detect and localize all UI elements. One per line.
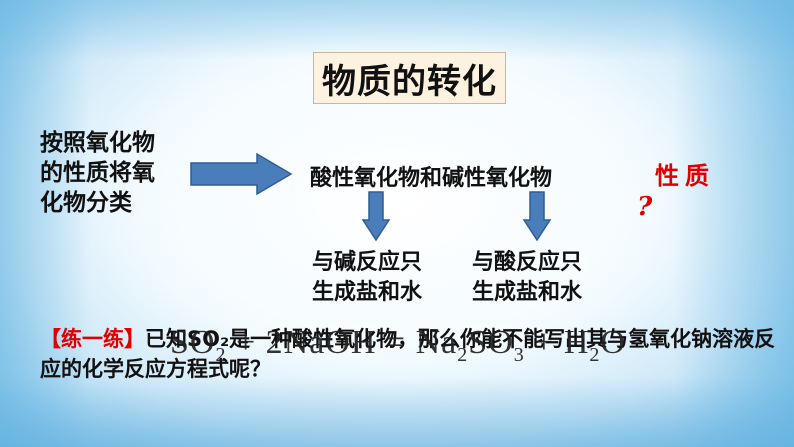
basic-oxide-property: 与酸反应只 生成盐和水 xyxy=(472,248,622,308)
equation-subscript: 2 xyxy=(457,343,469,366)
background-right-glow xyxy=(674,0,794,447)
right-arrow-icon xyxy=(190,152,293,196)
classification-line: 化物分类 xyxy=(40,190,132,216)
background-left-glow xyxy=(0,0,90,447)
chemical-equation: SO2 + 2NaOH = Na2SO3 + H2O xyxy=(170,324,626,367)
question-mark-note: ? xyxy=(637,192,653,222)
down-arrow-icon xyxy=(361,191,391,242)
acidic-oxide-property: 与碱反应只 生成盐和水 xyxy=(312,248,462,308)
exercise-label: 【练一练】 xyxy=(40,327,145,351)
property-line: 生成盐和水 xyxy=(472,280,583,305)
equation-term: SO xyxy=(170,324,216,361)
slide-title-text: 物质的转化 xyxy=(322,61,497,102)
equation-term: SO xyxy=(468,324,514,361)
classification-line: 按照氧化物 xyxy=(40,130,155,156)
background-top-glow xyxy=(0,0,794,60)
background-bottom-glow xyxy=(0,377,794,447)
equation-subscript: 2 xyxy=(589,343,601,366)
classification-line: 的性质将氧 xyxy=(40,160,155,186)
properties-note: 性质 xyxy=(655,161,715,190)
exercise-text: 已知SO₂是一种酸性氧化物，那么你能不能写出其与氢氧化钠溶液反应的化学反应方程式… xyxy=(40,327,776,381)
property-line: 生成盐和水 xyxy=(312,280,423,305)
equation-term: O xyxy=(600,324,626,361)
classification-description: 按照氧化物 的性质将氧 化物分类 xyxy=(40,128,190,218)
equation-subscript: 3 xyxy=(513,343,525,366)
equation-term: + 2NaOH = Na xyxy=(226,324,458,361)
slide-title: 物质的转化 xyxy=(313,52,506,104)
exercise-prompt: 【练一练】已知SO₂是一种酸性氧化物，那么你能不能写出其与氢氧化钠溶液反应的化学… xyxy=(40,324,790,384)
property-line: 与碱反应只 xyxy=(312,250,423,275)
equation-subscript: 2 xyxy=(215,343,227,366)
property-line: 与酸反应只 xyxy=(472,250,583,275)
down-arrow-icon xyxy=(522,191,552,242)
oxide-types: 酸性氧化物和碱性氧化物 xyxy=(310,166,553,191)
equation-term: + H xyxy=(524,324,590,361)
